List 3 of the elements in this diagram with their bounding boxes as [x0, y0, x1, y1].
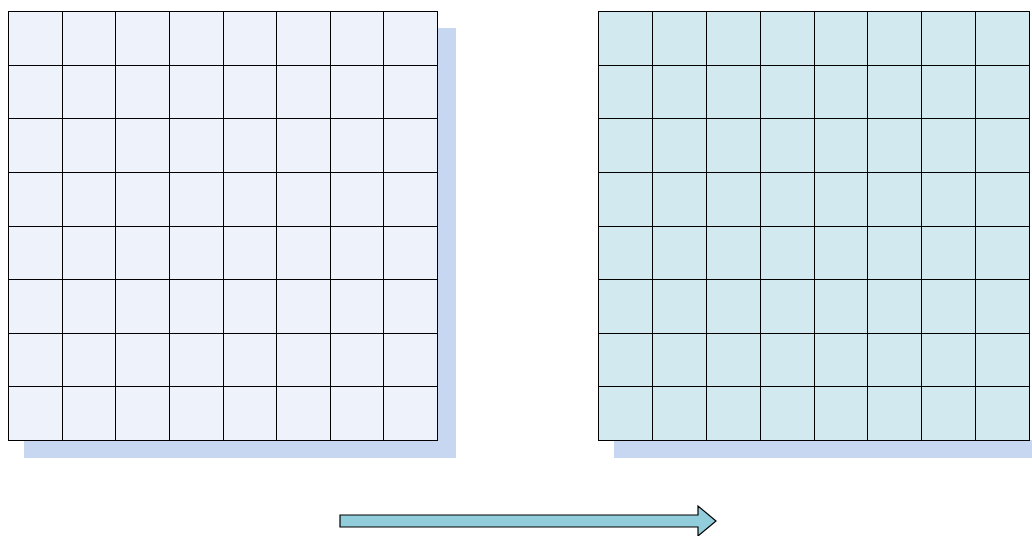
square-grid [8, 11, 438, 441]
block-arrow [339, 504, 717, 536]
square-grid [598, 11, 1030, 441]
